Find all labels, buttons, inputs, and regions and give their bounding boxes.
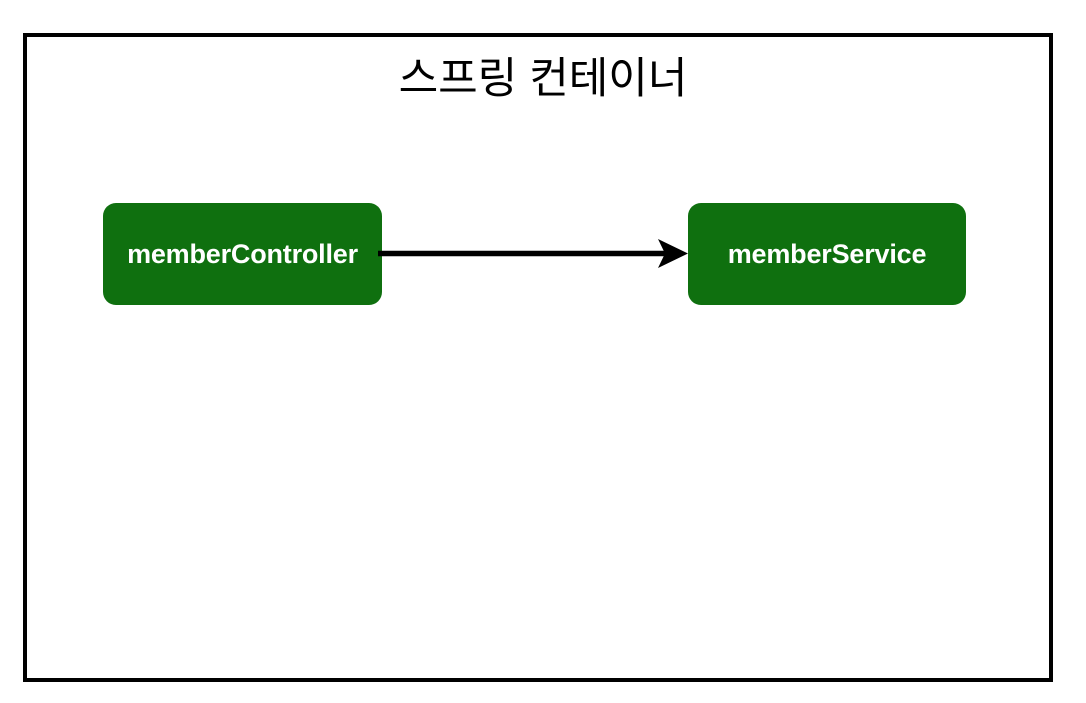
bean-node-label: memberService [727, 238, 927, 269]
arrow-head [658, 239, 688, 268]
bean-node-member-controller[interactable]: memberController [103, 203, 382, 305]
dependency-arrow-controller-to-service [378, 233, 694, 275]
bean-node-member-service[interactable]: memberService [688, 203, 966, 305]
spring-container-frame [23, 33, 1053, 682]
spring-container-title: 스프링 컨테이너 [398, 55, 688, 103]
bean-node-label: memberController [127, 238, 358, 269]
arrow-icon [378, 239, 688, 268]
